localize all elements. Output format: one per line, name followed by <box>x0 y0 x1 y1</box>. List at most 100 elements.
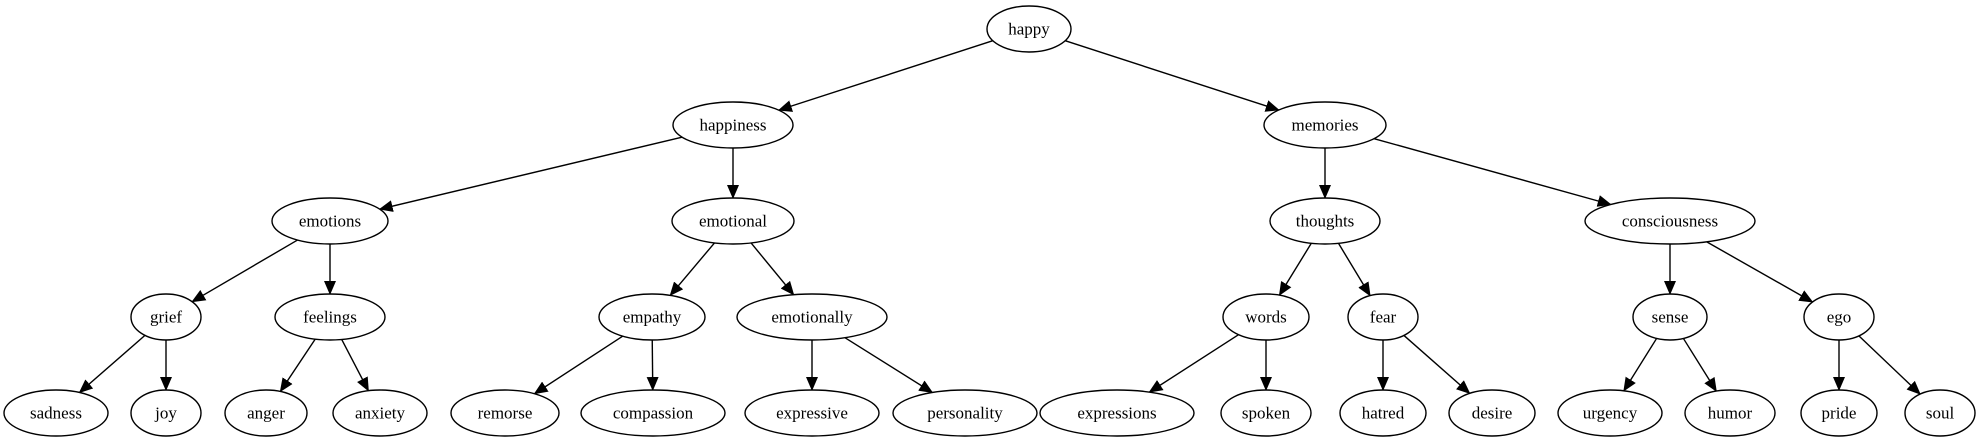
node-ellipse-remorse <box>450 389 560 437</box>
node-hatred: hatred <box>1339 389 1427 437</box>
edge-happy-to-happiness <box>777 40 994 112</box>
node-anger: anger <box>224 389 308 437</box>
node-ellipse-joy <box>130 389 202 437</box>
node-label-emotions: emotions <box>299 212 361 231</box>
node-ego: ego <box>1803 293 1875 341</box>
edge-sense-to-humor <box>1682 338 1717 392</box>
edge-emotions-to-grief <box>191 239 298 303</box>
node-empathy: empathy <box>598 293 706 341</box>
node-sadness: sadness <box>3 389 109 437</box>
node-emotionally: emotionally <box>736 293 888 341</box>
node-emotions: emotions <box>271 197 389 245</box>
node-label-grief: grief <box>150 308 182 327</box>
node-ellipse-expressions <box>1039 389 1195 437</box>
node-label-feelings: feelings <box>303 308 357 327</box>
node-label-memories: memories <box>1291 116 1358 135</box>
node-grief: grief <box>130 293 202 341</box>
node-label-spoken: spoken <box>1242 404 1291 423</box>
node-label-empathy: empathy <box>623 308 682 327</box>
node-ellipse-emotionally <box>736 293 888 341</box>
node-expressions: expressions <box>1039 389 1195 437</box>
edge-feelings-to-anxiety <box>341 339 370 392</box>
node-label-sense: sense <box>1652 308 1689 327</box>
node-anxiety: anxiety <box>332 389 428 437</box>
node-ellipse-compassion <box>580 389 726 437</box>
node-compassion: compassion <box>580 389 726 437</box>
node-ellipse-sense <box>1632 293 1708 341</box>
node-ellipse-expressive <box>744 389 880 437</box>
node-label-remorse: remorse <box>478 404 533 423</box>
node-humor: humor <box>1684 389 1776 437</box>
node-label-emotionally: emotionally <box>771 308 853 327</box>
edge-happiness-to-emotions <box>378 136 683 212</box>
node-ellipse-grief <box>130 293 202 341</box>
node-ellipse-thoughts <box>1269 197 1381 245</box>
node-ellipse-memories <box>1263 101 1387 149</box>
node-expressive: expressive <box>744 389 880 437</box>
edge-thoughts-to-fear <box>1337 242 1371 297</box>
node-happiness: happiness <box>672 101 794 149</box>
node-ellipse-consciousness <box>1584 197 1756 245</box>
node-ellipse-empathy <box>598 293 706 341</box>
node-ellipse-happiness <box>672 101 794 149</box>
node-happy: happy <box>986 5 1072 53</box>
node-emotional: emotional <box>671 197 795 245</box>
node-ellipse-feelings <box>274 293 386 341</box>
edge-feelings-to-anger <box>279 338 316 393</box>
node-ellipse-words <box>1222 293 1310 341</box>
node-ellipse-anxiety <box>332 389 428 437</box>
node-layer: happy happiness memories emotions emotional t… <box>3 5 1976 437</box>
node-fear: fear <box>1347 293 1419 341</box>
node-memories: memories <box>1263 101 1387 149</box>
edge-layer <box>78 40 1921 395</box>
node-ellipse-sadness <box>3 389 109 437</box>
node-ellipse-emotional <box>671 197 795 245</box>
node-label-compassion: compassion <box>613 404 694 423</box>
node-ellipse-desire <box>1448 389 1536 437</box>
node-words: words <box>1222 293 1310 341</box>
edge-happy-to-memories <box>1064 40 1280 112</box>
node-label-happy: happy <box>1008 20 1050 39</box>
node-label-soul: soul <box>1926 404 1955 423</box>
node-label-joy: joy <box>154 404 177 423</box>
node-ellipse-hatred <box>1339 389 1427 437</box>
edge-thoughts-to-words <box>1278 242 1312 297</box>
node-ellipse-personality <box>892 389 1038 437</box>
node-label-personality: personality <box>927 404 1003 423</box>
node-personality: personality <box>892 389 1038 437</box>
node-label-expressions: expressions <box>1077 404 1156 423</box>
node-label-words: words <box>1245 308 1287 327</box>
node-thoughts: thoughts <box>1269 197 1381 245</box>
edge-sense-to-urgency <box>1623 338 1658 392</box>
node-label-emotional: emotional <box>699 212 767 231</box>
node-label-happiness: happiness <box>699 116 766 135</box>
node-urgency: urgency <box>1557 389 1663 437</box>
node-label-thoughts: thoughts <box>1296 212 1355 231</box>
node-ellipse-ego <box>1803 293 1875 341</box>
node-ellipse-emotions <box>271 197 389 245</box>
node-ellipse-humor <box>1684 389 1776 437</box>
node-remorse: remorse <box>450 389 560 437</box>
node-label-pride: pride <box>1822 404 1857 423</box>
edge-memories-to-consciousness <box>1373 137 1612 207</box>
node-ellipse-anger <box>224 389 308 437</box>
edge-emotionally-to-personality <box>844 337 934 394</box>
node-label-expressive: expressive <box>776 404 848 423</box>
node-label-humor: humor <box>1708 404 1753 423</box>
node-label-anxiety: anxiety <box>355 404 406 423</box>
node-soul: soul <box>1904 389 1976 437</box>
edge-fear-to-desire <box>1403 334 1471 395</box>
node-joy: joy <box>130 389 202 437</box>
node-label-desire: desire <box>1472 404 1513 423</box>
node-label-fear: fear <box>1370 308 1397 327</box>
node-spoken: spoken <box>1220 389 1312 437</box>
node-feelings: feelings <box>274 293 386 341</box>
edge-empathy-to-compassion <box>646 339 659 392</box>
edge-consciousness-to-ego <box>1706 241 1814 303</box>
node-desire: desire <box>1448 389 1536 437</box>
node-label-consciousness: consciousness <box>1622 212 1718 231</box>
node-ellipse-soul <box>1904 389 1976 437</box>
node-ellipse-pride <box>1800 389 1878 437</box>
node-ellipse-urgency <box>1557 389 1663 437</box>
